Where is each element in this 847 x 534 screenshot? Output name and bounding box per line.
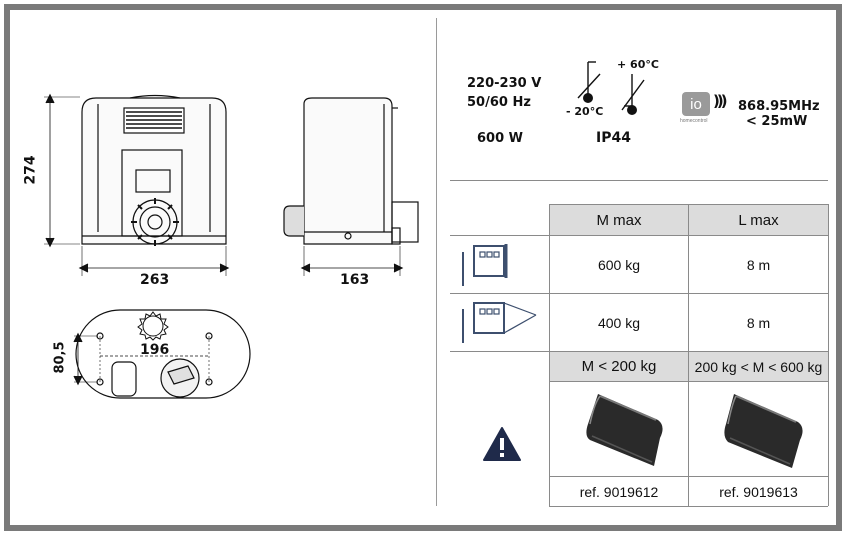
io-brand-text: homecontrol xyxy=(680,118,708,124)
front-width-dimension-label: 263 xyxy=(140,272,170,288)
power-spec: 600 W xyxy=(477,131,524,146)
io-logo-text: io xyxy=(690,95,702,113)
thermometer-high-icon xyxy=(621,74,645,115)
temp-max-label: + 60°C xyxy=(617,58,659,71)
row2-l-max: 8 m xyxy=(746,314,771,331)
warning-icon xyxy=(483,427,521,461)
ip-rating: IP44 xyxy=(596,130,631,146)
rack-header-light: M < 200 kg xyxy=(550,352,688,381)
thermometer-low-icon xyxy=(577,61,601,103)
sliding-gate-wind-icon xyxy=(462,302,537,343)
header-m-max: M max xyxy=(550,205,688,235)
document-frame xyxy=(4,4,842,531)
technical-drawings xyxy=(44,93,419,399)
base-width-dimension-label: 196 xyxy=(140,342,170,358)
sliding-gate-icon xyxy=(462,244,508,286)
row1-m-max: 600 kg xyxy=(597,256,641,273)
side-depth-dimension-label: 163 xyxy=(340,272,370,288)
ref-heavy: ref. 9019613 xyxy=(719,483,798,500)
base-depth-dimension-label: 80,5 xyxy=(52,341,68,374)
radio-frequency: 868.95MHz xyxy=(738,99,820,114)
frequency-spec: 50/60 Hz xyxy=(467,95,531,110)
header-l-max: L max xyxy=(689,205,828,235)
base-plate xyxy=(75,309,251,399)
table-top-rule xyxy=(450,180,828,181)
section-divider xyxy=(436,18,437,506)
row2-m-max: 400 kg xyxy=(597,314,641,331)
radio-waves-icon: ))) xyxy=(713,92,727,110)
voltage-spec: 220-230 V xyxy=(467,76,542,91)
rack-header-heavy: 200 kg < M < 600 kg xyxy=(689,352,828,381)
row1-l-max: 8 m xyxy=(746,256,771,273)
radio-power: < 25mW xyxy=(746,114,808,129)
rubber-edge-heavy-image xyxy=(724,394,803,468)
ref-light: ref. 9019612 xyxy=(579,483,659,500)
rubber-edge-light-image xyxy=(586,394,663,466)
temp-min-label: - 20°C xyxy=(566,105,604,118)
front-view-body xyxy=(81,97,227,245)
side-view-body xyxy=(303,97,393,245)
height-dimension-label: 274 xyxy=(22,155,39,185)
io-logo: io xyxy=(682,92,710,116)
